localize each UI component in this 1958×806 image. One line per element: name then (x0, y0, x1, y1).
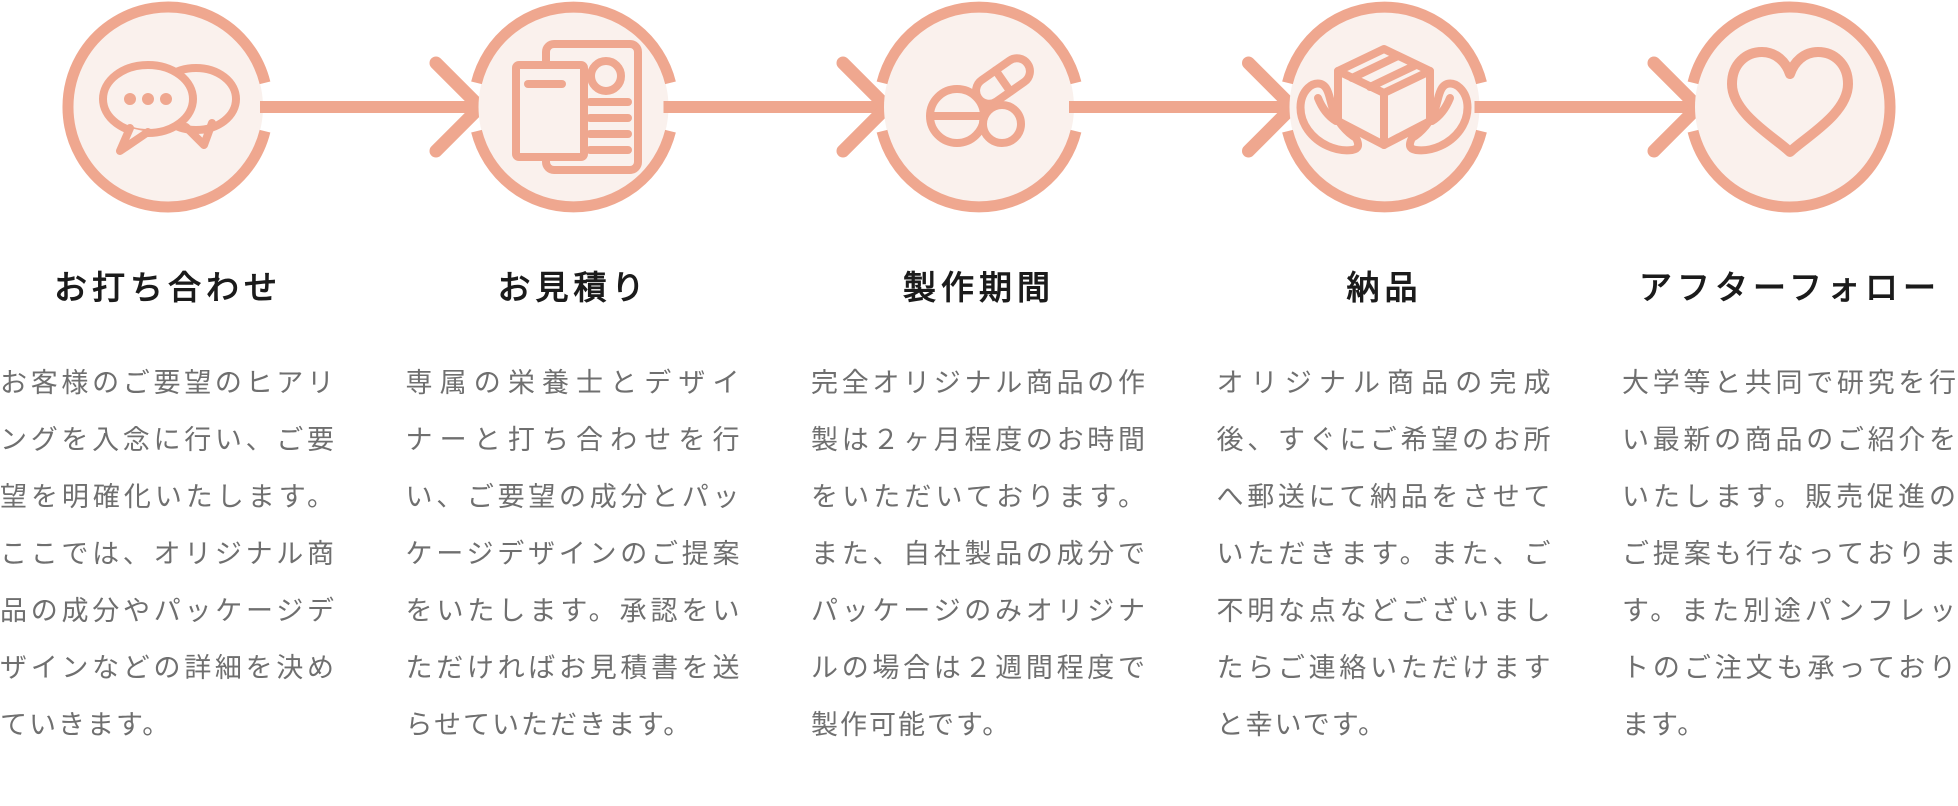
description-line: い、ご要望の成分とパッ (405, 482, 742, 513)
description-line: トのご注文も承っており (1622, 653, 1958, 684)
description-line: ます。 (1622, 710, 1707, 741)
step-title: アフターフォロー (1638, 268, 1942, 307)
step-description: 専属の栄養士とデザイナーと打ち合わせを行い、ご要望の成分とパッケージデザインのご… (406, 355, 742, 754)
description-line: 製は２ヶ月程度のお時間 (811, 425, 1147, 456)
step-description: お客様のご要望のヒアリングを入念に行い、ご要望を明確化いたします。ここでは、オリ… (0, 355, 336, 754)
step-description: オリジナル商品の完成後、すぐにご希望のお所へ郵送にて納品をさせていただきます。ま… (1217, 355, 1553, 754)
step-description: 大学等と共同で研究を行い最新の商品のご紹介をいたします。販売促進のご提案も行なっ… (1622, 355, 1958, 754)
step-column-production: 製作期間 完全オリジナル商品の作製は２ヶ月程度のお時間をいただいております。また… (811, 215, 1147, 754)
step-title: お見積り (497, 268, 650, 307)
description-line: ただければお見積書を送 (405, 653, 742, 684)
step-title: 納品 (1346, 268, 1423, 307)
description-line: ナーと打ち合わせを行 (405, 425, 742, 456)
step-column-meeting: お打ち合わせ お客様のご要望のヒアリングを入念に行い、ご要望を明確化いたします。… (0, 215, 336, 754)
description-line: パッケージのみオリジナ (811, 596, 1147, 627)
description-line: たらご連絡いただけます (1216, 653, 1553, 684)
supplement-pills-icon (926, 54, 1034, 147)
description-line: ングを入念に行い、ご要 (0, 425, 336, 456)
description-line: オリジナル商品の完成 (1216, 368, 1553, 399)
description-line: へ郵送にて納品をさせて (1216, 482, 1553, 513)
step-circle (1687, 1, 1896, 213)
description-line: 不明な点などございまし (1216, 596, 1553, 627)
description-line: らせていただきます。 (405, 710, 693, 741)
description-line: いたします。販売促進の (1622, 482, 1958, 513)
estimate-document-icon (512, 40, 642, 174)
description-line: いただきます。また、ご (1216, 539, 1553, 570)
flow-arrow-icon (1474, 56, 1705, 158)
description-line: ザインなどの詳細を決め (0, 653, 336, 684)
description-line: ご提案も行なっておりま (1622, 539, 1958, 570)
description-line: 望を明確化いたします。 (0, 482, 336, 513)
description-line: 品の成分やパッケージデ (0, 596, 336, 627)
description-line: す。また別途パンフレッ (1622, 596, 1958, 627)
description-line: をいたします。承認をい (405, 596, 742, 627)
description-line: をいただいております。 (811, 482, 1147, 513)
step-column-after-follow: アフターフォロー 大学等と共同で研究を行い最新の商品のご紹介をいたします。販売促… (1622, 215, 1958, 754)
step-title: 製作期間 (903, 268, 1055, 307)
description-line: と幸いです。 (1216, 710, 1387, 741)
flow-graphics (62, 1, 1896, 213)
step-columns: お打ち合わせ お客様のご要望のヒアリングを入念に行い、ご要望を明確化いたします。… (0, 215, 1958, 754)
flow-arrow-icon (1069, 56, 1299, 158)
description-line: ここでは、オリジナル商 (0, 539, 336, 570)
description-line: 製作可能です。 (811, 710, 1012, 741)
description-line: 大学等と共同で研究を行 (1622, 368, 1958, 399)
description-line: い最新の商品のご紹介を (1622, 425, 1958, 456)
description-line: また、自社製品の成分で (811, 539, 1147, 570)
step-title: お打ち合わせ (54, 268, 282, 307)
flow-arrow-icon (260, 56, 487, 158)
description-line: 完全オリジナル商品の作 (811, 368, 1147, 399)
description-line: ケージデザインのご提案 (405, 539, 742, 570)
description-line: ルの場合は２週間程度で (811, 653, 1147, 684)
description-line: 専属の栄養士とデザイ (405, 368, 742, 399)
description-line: 後、すぐにご希望のお所 (1216, 425, 1553, 456)
description-line: ていきます。 (0, 710, 172, 741)
description-line: お客様のご要望のヒアリ (0, 368, 336, 399)
step-column-delivery: 納品 オリジナル商品の完成後、すぐにご希望のお所へ郵送にて納品をさせていただきま… (1217, 215, 1553, 754)
delivery-box-hands-icon (1296, 45, 1472, 155)
chat-bubbles-icon (99, 61, 240, 155)
heart-icon (1727, 47, 1853, 157)
flow-arrow-icon (663, 56, 894, 158)
step-column-estimate: お見積り 専属の栄養士とデザイナーと打ち合わせを行い、ご要望の成分とパッケージデ… (406, 215, 742, 754)
step-description: 完全オリジナル商品の作製は２ヶ月程度のお時間をいただいております。また、自社製品… (811, 355, 1147, 754)
